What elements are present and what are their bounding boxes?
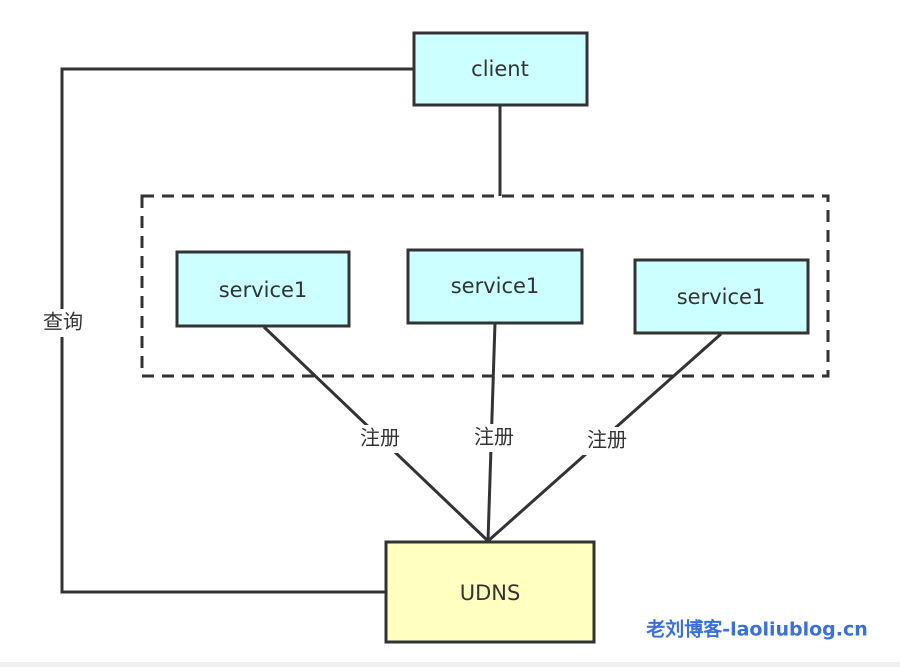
bottom-divider: [0, 662, 900, 667]
site-watermark: 老刘博客-laoliublog.cn: [646, 618, 868, 641]
client-node-label: client: [471, 57, 529, 81]
service-node-right: [633, 258, 810, 335]
service-node-middle: [406, 248, 584, 325]
register-label-right-background: [579, 427, 635, 455]
register-label-middle-background: [466, 424, 522, 452]
query-edge: [60, 67, 413, 594]
register-label-right: 注册: [587, 428, 627, 452]
query-label: 查询: [43, 310, 83, 334]
query-label-background: [35, 309, 91, 337]
service-group-boundary: [140, 194, 830, 378]
udns-node-label: UDNS: [460, 581, 521, 605]
service-node-right-label: service1: [677, 285, 766, 309]
service-node-left-label: service1: [219, 278, 308, 302]
service-node-middle-label: service1: [451, 274, 540, 298]
udns-node: [384, 540, 596, 644]
register-label-left-background: [352, 425, 408, 453]
service-node-left: [175, 250, 351, 328]
register-label-left: 注册: [360, 426, 400, 450]
client-node: [412, 31, 589, 107]
register-label-middle: 注册: [474, 425, 514, 449]
